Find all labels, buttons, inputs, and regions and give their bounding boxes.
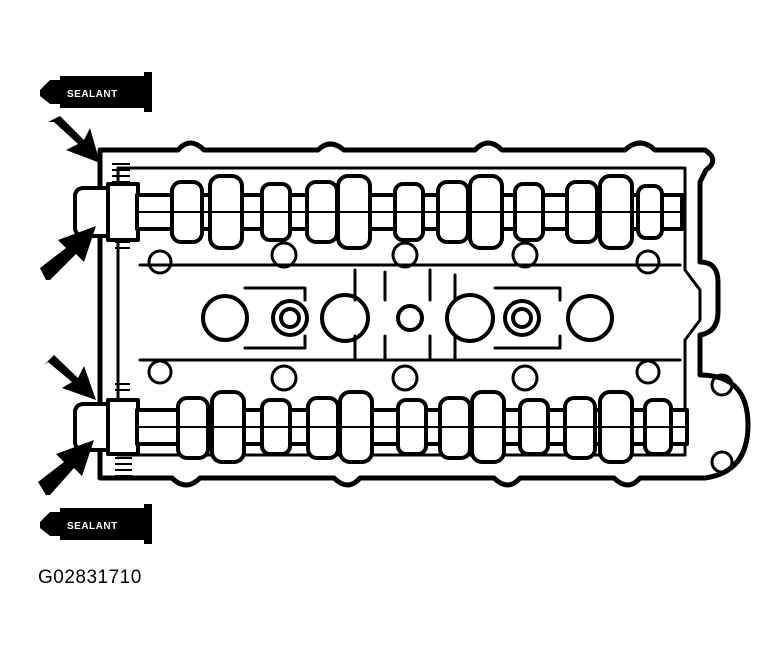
sealant-area-lower [115,383,132,477]
oil-passages [243,268,562,362]
camshaft-upper [73,174,684,250]
upper-bolt-holes [147,241,661,275]
sealant-label-bottom: SEALANT [67,521,118,532]
arrow-icon [38,440,94,495]
arrow-icon [44,355,96,400]
lower-bolt-holes [147,359,661,392]
spark-plug-bores [201,293,614,343]
arrow-icon [48,116,100,163]
arrow-icon [40,226,96,280]
cylinder-head-inner-wall [116,166,702,457]
sealant-arrows [38,116,100,495]
camshaft-lower [73,390,689,464]
sealant-tube-top: SEALANT [40,72,152,112]
sealant-area-upper [112,163,130,249]
sealant-tube-bottom: SEALANT [40,504,152,544]
cylinder-head-outline [97,140,751,488]
figure-id: G02831710 [38,567,142,588]
rear-boss [710,373,734,474]
sealant-label-top: SEALANT [67,89,118,100]
